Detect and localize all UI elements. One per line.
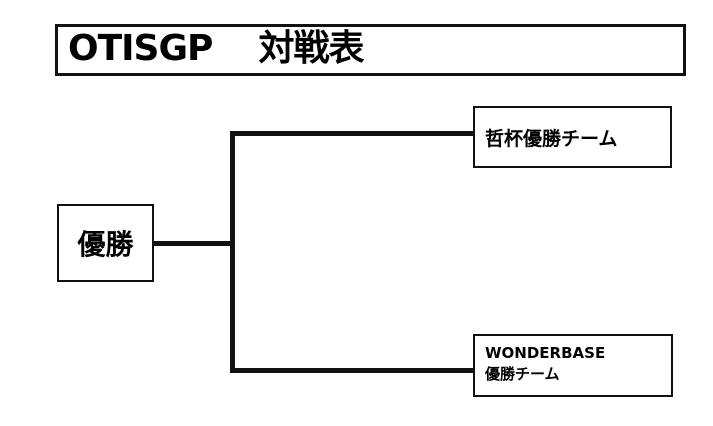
winner-box: 優勝 xyxy=(57,204,154,282)
winner-label: 優勝 xyxy=(77,228,134,261)
team-name-line2: 優勝チーム xyxy=(485,365,560,383)
bracket-line-bottom xyxy=(230,368,475,373)
team-box-2: WONDERBASE 優勝チーム xyxy=(473,334,673,397)
team-name-line1: WONDERBASE xyxy=(485,344,606,362)
page-title: OTISGP 対戦表 xyxy=(55,24,686,76)
team-name: 哲杯優勝チーム xyxy=(485,127,618,150)
bracket-line-winner xyxy=(153,241,234,246)
bracket-line-top xyxy=(230,131,475,136)
bracket-line-vertical xyxy=(230,131,235,373)
team-box-1: 哲杯優勝チーム xyxy=(473,106,672,168)
